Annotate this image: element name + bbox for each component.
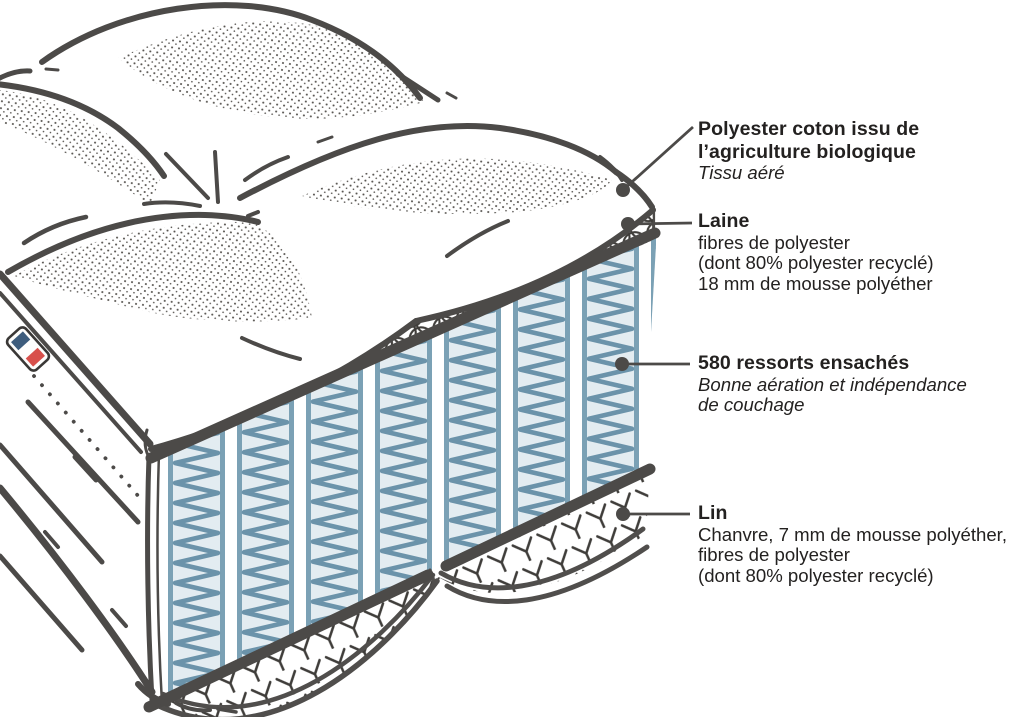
label-wool-title: Laine [698,210,750,232]
label-linen-line3: (dont 80% polyester recyclé) [698,565,934,587]
leader-line-wool [627,221,693,226]
leader-dot-cover [616,183,630,197]
leader-dot-springs [615,357,629,371]
corner-tassels [135,681,238,714]
label-linen-title: Lin [698,502,728,524]
leader-line-cover [622,125,694,192]
label-linen-line2: fibres de polyester [698,544,850,566]
france-flag-tag [5,326,51,372]
stipple-shading [0,21,612,322]
label-cover-fabric: Polyester coton issu de l’agriculture bi… [698,118,919,184]
label-wool-line2: (dont 80% polyester recyclé) [698,252,934,274]
label-linen-layer: Lin Chanvre, 7 mm de mousse polyéther, f… [698,502,1007,587]
label-springs-note-line1: Bonne aération et indépendance [698,373,967,395]
label-springs: 580 ressorts ensachés Bonne aération et … [698,352,967,416]
label-linen-line1: Chanvre, 7 mm de mousse polyéther, [698,523,1008,545]
label-wool-line3: 18 mm de mousse polyéther [698,273,933,295]
label-springs-title: 580 ressorts ensachés [698,352,910,374]
label-wool-line1: fibres de polyester [698,231,850,253]
label-wool-layer: Laine fibres de polyester (dont 80% poly… [698,210,934,295]
leader-dot-linen [616,507,630,521]
leader-lines [615,125,694,521]
label-cover-note: Tissu aéré [698,162,785,183]
side-panel [0,270,164,705]
seam-bands [143,227,661,713]
leader-dot-wool [621,217,635,231]
label-springs-note-line2: de couchage [698,394,805,416]
quilted-top [0,2,655,361]
tuft-starburst [142,150,290,218]
label-cover-title-line1: Polyester coton issu de [698,118,920,140]
label-cover-title-line2: l’agriculture biologique [698,140,916,163]
